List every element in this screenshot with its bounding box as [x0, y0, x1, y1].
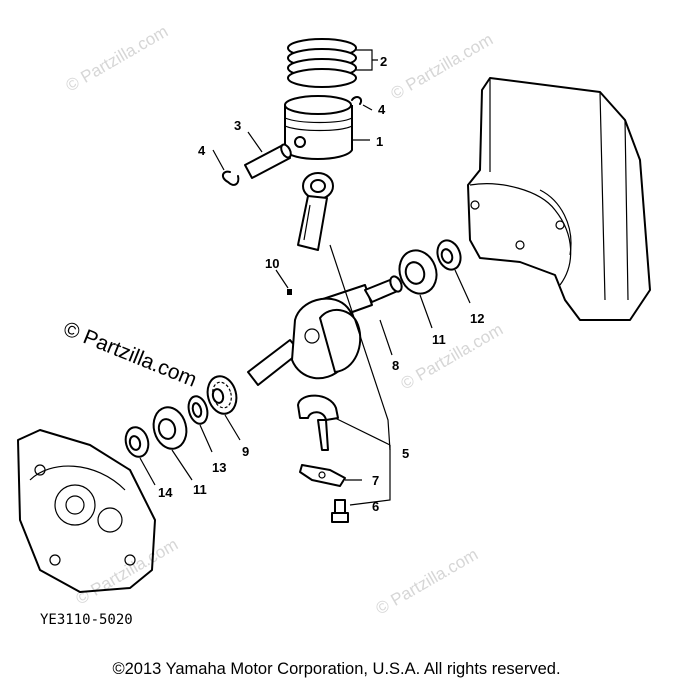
bearing-left: [152, 406, 188, 450]
callout-6: 6: [372, 499, 379, 514]
piston: [284, 95, 353, 160]
watermark-mid-right: © Partzilla.com: [398, 320, 507, 394]
connecting-rod: [297, 172, 334, 251]
rod-cap: [297, 394, 339, 451]
callout-8: 8: [392, 358, 399, 373]
callout-11-left: 11: [193, 482, 207, 497]
callout-12: 12: [470, 311, 484, 326]
watermark-bottom-left: © Partzilla.com: [73, 535, 182, 609]
piston-rings: [287, 38, 357, 88]
oil-seal-right: [436, 239, 462, 271]
circlips: [222, 96, 362, 186]
crankcase-right: [467, 77, 651, 321]
gear: [206, 375, 238, 415]
callout-9: 9: [242, 444, 249, 459]
callout-10: 10: [265, 256, 279, 271]
watermark-dark: © Partzilla.com: [60, 317, 200, 391]
callout-3: 3: [234, 118, 241, 133]
callout-11-right: 11: [432, 332, 446, 347]
callout-4-left: 4: [198, 143, 206, 158]
callout-5: 5: [402, 446, 409, 461]
crankshaft: [247, 275, 403, 386]
callout-13: 13: [212, 460, 226, 475]
watermark-bottom-right: © Partzilla.com: [373, 545, 482, 619]
callouts: 2 4 1 3 4 10 12 11 8 9 13 11 14 5 7 6: [158, 54, 484, 514]
washer: [187, 395, 209, 425]
copyright-notice: ©2013 Yamaha Motor Corporation, U.S.A. A…: [112, 660, 561, 678]
callout-4-top: 4: [378, 102, 386, 117]
part-10-key: [287, 289, 292, 295]
oil-seal-left: [124, 426, 150, 458]
callout-14: 14: [158, 485, 173, 500]
watermark-top-right: © Partzilla.com: [388, 30, 497, 104]
diagram-code: YE3110-5020: [40, 612, 133, 628]
piston-pin: [244, 143, 292, 179]
callout-2: 2: [380, 54, 387, 69]
callout-1: 1: [376, 134, 383, 149]
watermark-top-left: © Partzilla.com: [63, 22, 172, 96]
leader-lines: [139, 49, 471, 506]
bolt: [331, 499, 349, 523]
lock-plate: [299, 464, 346, 487]
bearing-right: [398, 249, 438, 295]
crankcase-left: [17, 429, 156, 593]
callout-7: 7: [372, 473, 379, 488]
